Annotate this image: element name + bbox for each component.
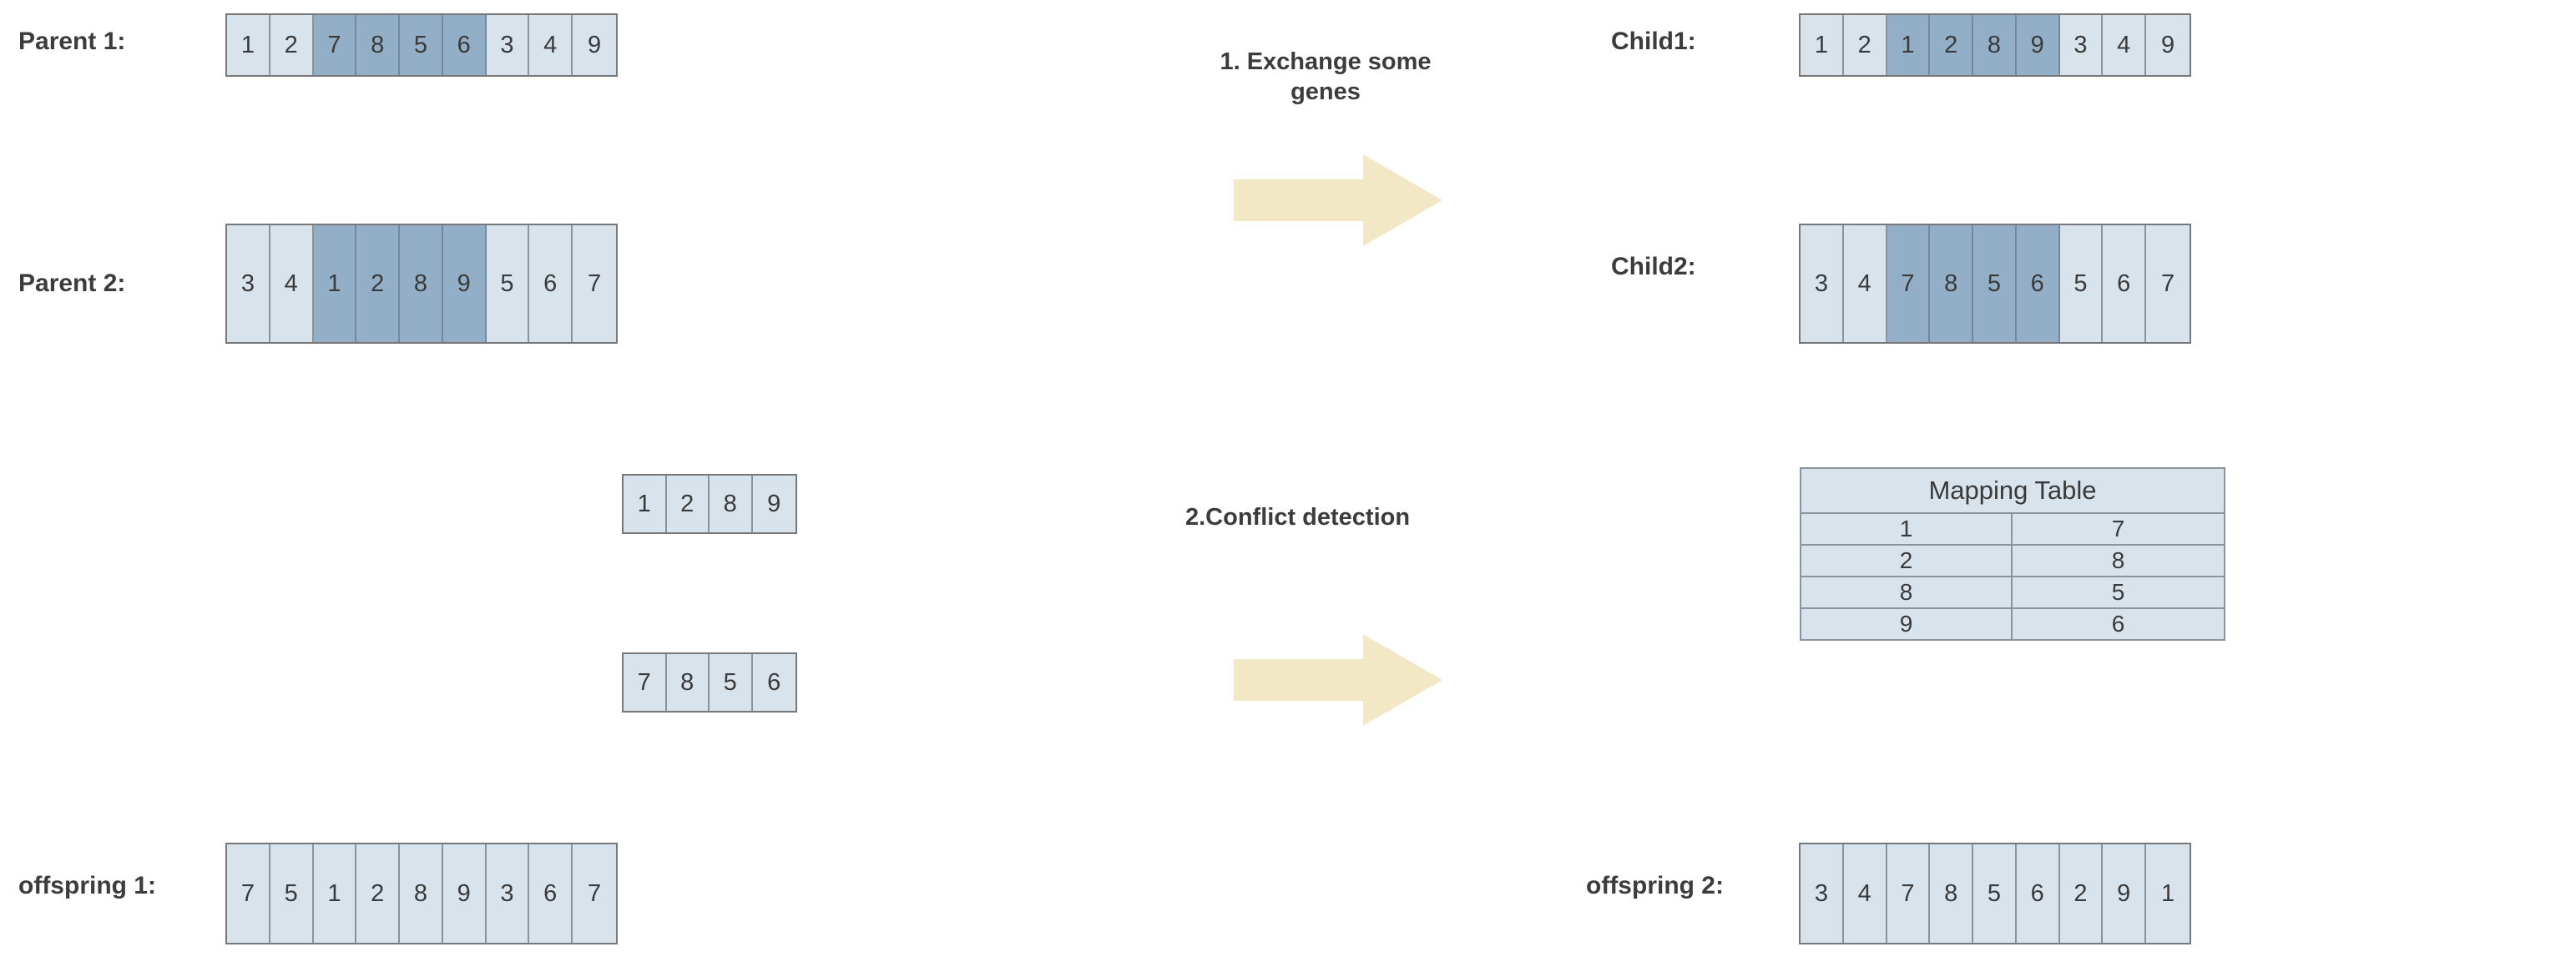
mapping-table-cell-right: 6: [2111, 611, 2125, 637]
step1-arrow-icon: [1234, 154, 1442, 246]
gene-cell: 8: [666, 654, 710, 711]
gene-cell: 1: [1887, 15, 1931, 75]
gene-cell: 2: [666, 476, 710, 532]
gene-cell: 8: [710, 476, 753, 532]
child2-label: Child2:: [1611, 253, 1696, 280]
gene-cell: 1: [1801, 15, 1844, 75]
gene-cell: 1: [313, 844, 357, 943]
gene-cell: 6: [2103, 225, 2147, 342]
mapping-table-cell-right: 8: [2111, 547, 2125, 573]
mapping-table-cell-left: 2: [1801, 546, 2013, 576]
gene-cell: 7: [2146, 225, 2190, 342]
gene-cell: 4: [270, 225, 314, 342]
gene-cell: 7: [227, 844, 270, 943]
step1-caption: 1. Exchange some genes: [1192, 47, 1459, 108]
mapping-table-cell-right: 5: [2111, 579, 2125, 605]
mapping-table-cell-right: 7: [2111, 516, 2125, 541]
gene-cell: 8: [1930, 225, 1974, 342]
gene-cell: 6: [752, 654, 796, 711]
gene-cell: 9: [752, 476, 796, 532]
step1-caption-line1: 1. Exchange some: [1220, 48, 1432, 75]
parent2-label: Parent 2:: [18, 269, 126, 297]
mapping-table-header: Mapping Table: [1801, 469, 2224, 514]
gene-cell: 4: [1843, 225, 1887, 342]
gene-cell: 9: [442, 844, 487, 943]
gene-cell: 5: [400, 15, 443, 75]
gene-cell: 2: [2059, 844, 2104, 943]
gene-cell: 2: [1930, 15, 1974, 75]
gene-cell: 1: [2146, 844, 2190, 943]
gene-cell: 3: [1801, 225, 1844, 342]
gene-cell: 5: [1973, 844, 2017, 943]
gene-cell: 2: [270, 15, 314, 75]
step1-caption-line2: genes: [1291, 78, 1361, 106]
gene-cell: 8: [1930, 844, 1974, 943]
gene-cell: 4: [2103, 15, 2147, 75]
gene-cell: 5: [1973, 225, 2017, 342]
gene-cell: 8: [400, 225, 443, 342]
gene-cell: 4: [529, 15, 573, 75]
gene-cell: 2: [356, 225, 401, 342]
gene-cell: 2: [356, 844, 401, 943]
gene-cell: 9: [442, 225, 487, 342]
gene-cell: 8: [1973, 15, 2017, 75]
gene-cell: 7: [624, 654, 667, 711]
gene-cell: 8: [400, 844, 443, 943]
gene-cell: 3: [486, 844, 530, 943]
gene-cell: 6: [2016, 225, 2060, 342]
step2-caption-line1: 2.Conflict detection: [1185, 504, 1411, 531]
gene-cell: 9: [2103, 844, 2147, 943]
gene-cell: 5: [2059, 225, 2104, 342]
gene-cell: 7: [1887, 225, 1931, 342]
gene-cell: 8: [356, 15, 401, 75]
offspring2-label: offspring 2:: [1586, 872, 1724, 899]
gene-cell: 9: [2016, 15, 2060, 75]
gene-cell: 2: [1843, 15, 1887, 75]
gene-cell: 6: [2016, 844, 2060, 943]
gene-cell: 7: [313, 15, 357, 75]
gene-cell: 1: [313, 225, 357, 342]
mapping-table-cell-left: 9: [1801, 609, 2013, 639]
offspring1-label: offspring 1:: [18, 872, 156, 899]
gene-cell: 5: [270, 844, 314, 943]
mapping-table-cell-left: 1: [1801, 514, 2013, 544]
gene-cell: 3: [227, 225, 270, 342]
mapping-table-cell-left: 8: [1801, 577, 2013, 607]
gene-cell: 7: [573, 844, 616, 943]
gene-cell: 6: [442, 15, 487, 75]
gene-cell: 7: [1887, 844, 1931, 943]
gene-cell: 3: [1801, 844, 1844, 943]
gene-cell: 6: [529, 844, 573, 943]
gene-cell: 4: [1843, 844, 1887, 943]
gene-cell: 1: [624, 476, 667, 532]
gene-cell: 9: [2146, 15, 2190, 75]
gene-cell: 1: [227, 15, 270, 75]
child1-label: Child1:: [1611, 28, 1696, 55]
step2-caption: 2.Conflict detection: [1185, 502, 1469, 532]
step2-arrow-icon: [1234, 634, 1442, 726]
parent1-label: Parent 1:: [18, 28, 126, 55]
gene-cell: 3: [2059, 15, 2104, 75]
gene-cell: 3: [486, 15, 530, 75]
gene-cell: 7: [573, 225, 616, 342]
gene-cell: 6: [529, 225, 573, 342]
gene-cell: 5: [486, 225, 530, 342]
gene-cell: 9: [573, 15, 616, 75]
gene-cell: 5: [710, 654, 753, 711]
